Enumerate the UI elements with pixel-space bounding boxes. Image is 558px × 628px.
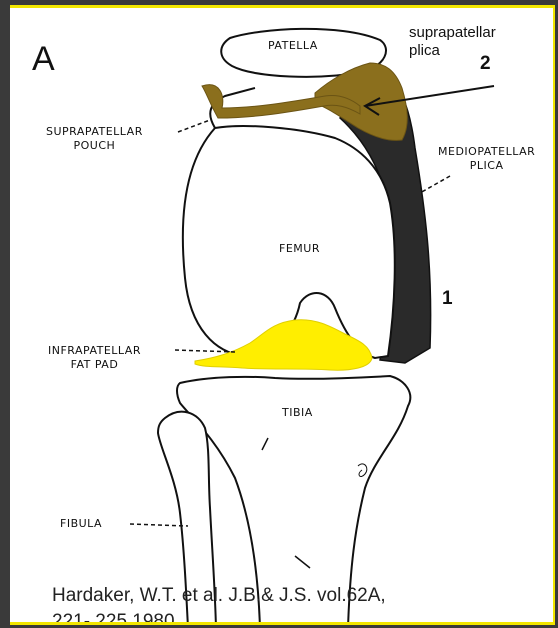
fibula-leader bbox=[130, 524, 188, 526]
knee-anatomy-drawing bbox=[10, 8, 555, 625]
suprapatellar-pouch-label: SUPRAPATELLAR POUCH bbox=[46, 125, 143, 153]
citation-line-2: 221- 225 1980 bbox=[52, 609, 386, 625]
mediopatellar-leader bbox=[420, 176, 450, 193]
figure-panel: A PATELLA SUPRAPATELLAR POUCH MEDIOPATEL… bbox=[10, 5, 555, 625]
mediopatellar-plica-label: MEDIOPATELLAR PLICA bbox=[438, 145, 535, 173]
citation-line-1: Hardaker, W.T. et al. J.B.& J.S. vol.62A… bbox=[52, 583, 386, 609]
panel-letter: A bbox=[32, 40, 55, 79]
suprapatellar-pouch-line-2: POUCH bbox=[46, 139, 143, 153]
infrapatellar-line-1: INFRAPATELLAR bbox=[48, 344, 141, 358]
marker-2: 2 bbox=[480, 53, 491, 75]
mediopatellar-line-1: MEDIOPATELLAR bbox=[438, 145, 535, 159]
citation: Hardaker, W.T. et al. J.B.& J.S. vol.62A… bbox=[52, 583, 386, 625]
tibia-label: TIBIA bbox=[282, 406, 313, 420]
marker-1: 1 bbox=[442, 288, 453, 310]
infrapatellar-line-2: FAT PAD bbox=[48, 358, 141, 372]
suprapatellar-pouch-leader bbox=[178, 120, 210, 132]
patella-label: PATELLA bbox=[268, 39, 318, 53]
femur-label: FEMUR bbox=[279, 242, 320, 256]
suprapatellar-pouch-line-1: SUPRAPATELLAR bbox=[46, 125, 143, 139]
infrapatellar-fat-pad-label: INFRAPATELLAR FAT PAD bbox=[48, 344, 141, 372]
fibula-label: FIBULA bbox=[60, 517, 102, 531]
suprapatellar-plica-line-1: suprapatellar bbox=[409, 24, 496, 42]
mediopatellar-line-2: PLICA bbox=[438, 159, 535, 173]
